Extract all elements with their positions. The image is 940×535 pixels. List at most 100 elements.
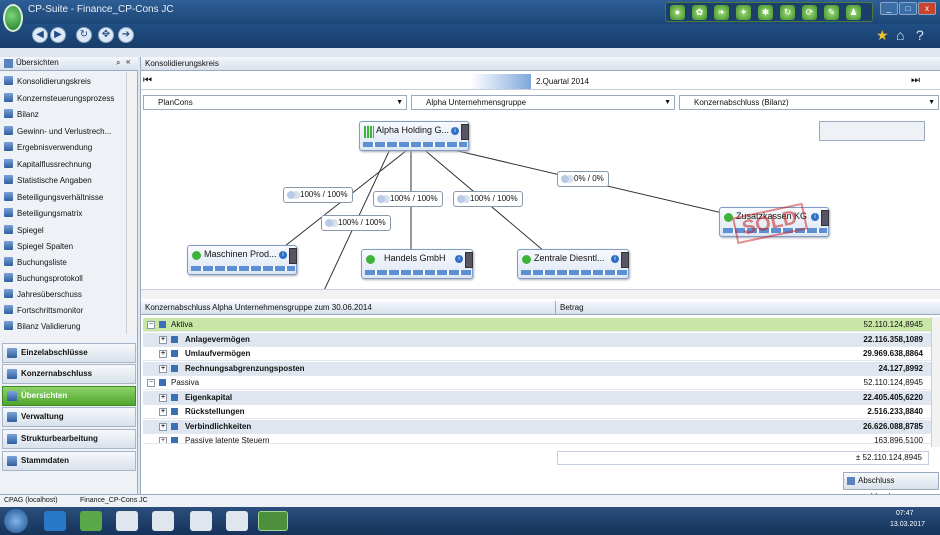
expand-icon[interactable]: + — [159, 394, 167, 402]
nav-stammdaten[interactable]: Stammdaten — [2, 451, 136, 471]
node-maschinen[interactable]: Maschinen Prod... i — [187, 245, 297, 275]
doc-icon[interactable] — [190, 511, 212, 531]
star-icon[interactable]: ★ — [876, 27, 889, 43]
table-scrollbar[interactable] — [931, 317, 940, 447]
info-icon[interactable]: i — [279, 251, 287, 259]
sidebar-item[interactable]: Buchungsprotokoll — [4, 272, 124, 286]
expand-icon[interactable]: + — [159, 336, 167, 344]
menu-icon[interactable] — [289, 248, 297, 264]
collapse-icon[interactable]: « — [126, 57, 131, 66]
sidebar-item[interactable]: Gewinn- und Verlustrech... — [4, 125, 124, 139]
tool-icon-7[interactable]: ⟳ — [802, 5, 817, 20]
expand-icon[interactable]: − — [147, 321, 155, 329]
nav-einzelabschluesse[interactable]: Einzelabschlüsse — [2, 343, 136, 363]
sidebar-item[interactable]: Jahresüberschuss — [4, 288, 124, 302]
expand-icon[interactable]: + — [159, 437, 167, 444]
forward-icon[interactable]: ▶ — [50, 27, 66, 43]
nav-icon — [7, 412, 17, 422]
tool-icon-2[interactable]: ✿ — [692, 5, 707, 20]
sidebar-item[interactable]: Fortschrittsmonitor — [4, 304, 124, 318]
expand-icon[interactable]: + — [159, 350, 167, 358]
minimize-button[interactable]: _ — [880, 2, 898, 15]
panel-header: Konsolidierungskreis — [141, 57, 940, 71]
info-icon[interactable]: i — [611, 255, 619, 263]
sidebar-item[interactable]: Spiegel — [4, 224, 124, 238]
reload-icon[interactable]: ↻ — [76, 27, 92, 43]
sidebar-scrollbar[interactable] — [126, 72, 136, 334]
tool-icon-5[interactable]: ✱ — [758, 5, 773, 20]
app-logo-icon[interactable] — [3, 4, 23, 32]
expand-icon[interactable]: − — [147, 379, 155, 387]
home-icon[interactable]: ⌂ — [896, 27, 905, 43]
menu-icon[interactable] — [465, 252, 473, 268]
nav-strukturbearbeitung[interactable]: Strukturbearbeitung — [2, 429, 136, 449]
sidebar-item[interactable]: Bilanz Validierung — [4, 320, 124, 334]
refresh-icon[interactable]: ↻ — [780, 5, 795, 20]
period-slider[interactable] — [471, 74, 531, 89]
hide-closing-button[interactable]: Abschluss ausblenden — [843, 472, 939, 501]
account-icon — [171, 423, 178, 430]
tool-icon-4[interactable]: ✦ — [736, 5, 751, 20]
sidebar-item[interactable]: Statistische Angaben — [4, 174, 124, 188]
zoom-slider[interactable] — [819, 121, 925, 141]
menu-icon[interactable] — [621, 252, 629, 268]
info-icon[interactable]: i — [811, 213, 819, 221]
group-select[interactable]: Alpha Unternehmensgruppe▼ — [411, 95, 675, 110]
node-alpha-holding[interactable]: Alpha Holding G... i — [359, 121, 469, 151]
move-icon[interactable]: ✥ — [98, 27, 114, 43]
doc-icon[interactable] — [152, 511, 174, 531]
cp-suite-taskbar-icon[interactable] — [258, 511, 288, 531]
plan-select[interactable]: PlanCons▼ — [143, 95, 407, 110]
browser-icon[interactable] — [44, 511, 66, 531]
node-handels[interactable]: Handels GmbH i — [361, 249, 473, 279]
nav-verwaltung[interactable]: Verwaltung — [2, 407, 136, 427]
app-icon[interactable] — [80, 511, 102, 531]
expand-icon[interactable]: + — [159, 423, 167, 431]
export-icon[interactable]: ➔ — [118, 27, 134, 43]
sidebar-item[interactable]: Konzernsteuerungsprozess — [4, 92, 124, 106]
expand-icon[interactable]: + — [159, 365, 167, 373]
start-icon[interactable] — [4, 509, 28, 533]
sidebar-item[interactable]: Buchungsliste — [4, 256, 124, 270]
report-select[interactable]: Konzernabschluss (Bilanz)▼ — [679, 95, 939, 110]
leaf-icon[interactable]: ❧ — [714, 5, 729, 20]
menu-icon[interactable] — [821, 210, 829, 226]
node-zusatzkassen[interactable]: Zusatzkassen KG i SOLD — [719, 202, 829, 245]
period-last-icon[interactable]: ⏭ — [911, 75, 920, 86]
sidebar-item[interactable]: Beteiligungsmatrix — [4, 207, 124, 221]
expand-icon[interactable]: + — [159, 408, 167, 416]
sidebar-item[interactable]: Konsolidierungskreis — [4, 75, 124, 89]
nav-uebersichten[interactable]: Übersichten — [2, 386, 136, 406]
info-icon[interactable]: i — [451, 127, 459, 135]
sidebar-item[interactable]: Kapitalflussrechnung — [4, 158, 124, 172]
diagram-hscrollbar[interactable] — [141, 289, 940, 299]
sidebar-item[interactable]: Beteiligungsverhältnisse — [4, 191, 124, 205]
close-button[interactable]: x — [918, 2, 936, 15]
menu-icon[interactable] — [461, 124, 469, 140]
tool-icon-8[interactable]: ✎ — [824, 5, 839, 20]
nav-konzernabschluss[interactable]: Konzernabschluss — [2, 364, 136, 384]
node-zentrale[interactable]: Zentrale Diesntl... i — [517, 249, 629, 279]
back-icon[interactable]: ◀ — [32, 27, 48, 43]
maximize-button[interactable]: □ — [899, 2, 917, 15]
doc-icon[interactable] — [226, 511, 248, 531]
sidebar-item[interactable]: Spiegel Spalten — [4, 240, 124, 254]
doc-icon[interactable] — [116, 511, 138, 531]
sidebar-item[interactable]: Ergebnisverwendung — [4, 141, 124, 155]
tool-icon-1[interactable]: ● — [670, 5, 685, 20]
help-icon[interactable]: ? — [916, 27, 924, 43]
sidebar-item[interactable]: Bilanz — [4, 108, 124, 122]
search-icon[interactable]: ⌕ — [116, 58, 121, 67]
info-icon[interactable]: i — [455, 255, 463, 263]
tool-icon-9[interactable]: ♟ — [846, 5, 861, 20]
period-first-icon[interactable]: ⏮ — [143, 75, 152, 86]
